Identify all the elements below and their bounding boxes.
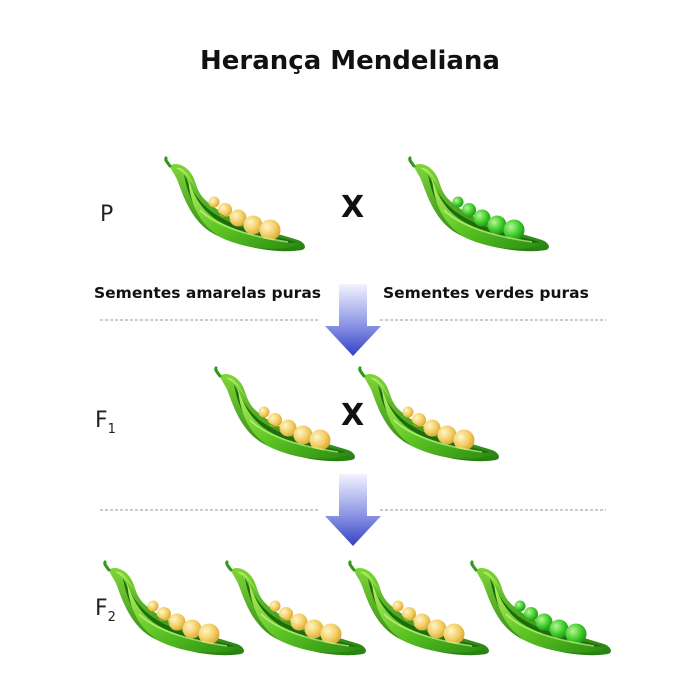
pea-pod-yellow-f2-a: [103, 560, 246, 657]
pea-pod-yellow-f1-a: [214, 366, 357, 463]
pea-pod-yellow-f2-c: [348, 560, 491, 657]
generation-label-f1-base: F: [95, 408, 108, 433]
down-arrow-1: [325, 284, 381, 356]
generation-label-f1: F1: [95, 408, 116, 437]
cross-symbol-p: X: [341, 190, 365, 225]
label-green-seeds: Sementes verdes puras: [383, 284, 589, 302]
generation-label-p: P: [100, 202, 114, 227]
generation-label-f2-base: F: [95, 596, 108, 621]
page-title: Herança Mendeliana: [200, 46, 500, 76]
cross-symbol-f1: X: [341, 398, 365, 433]
pea-pod-yellow-f2-b: [225, 560, 368, 657]
generation-label-f1-sub: 1: [107, 422, 116, 437]
pea-pod-yellow-f1-b: [358, 366, 501, 463]
pea-pod-green-p: [408, 156, 551, 253]
down-arrow-2: [325, 474, 381, 546]
label-yellow-seeds: Sementes amarelas puras: [94, 284, 321, 302]
pea-pod-green-f2: [470, 560, 613, 657]
pea-pod-yellow-p: [164, 156, 307, 253]
generation-label-f2: F2: [95, 596, 116, 625]
generation-label-f2-sub: 2: [107, 610, 116, 625]
